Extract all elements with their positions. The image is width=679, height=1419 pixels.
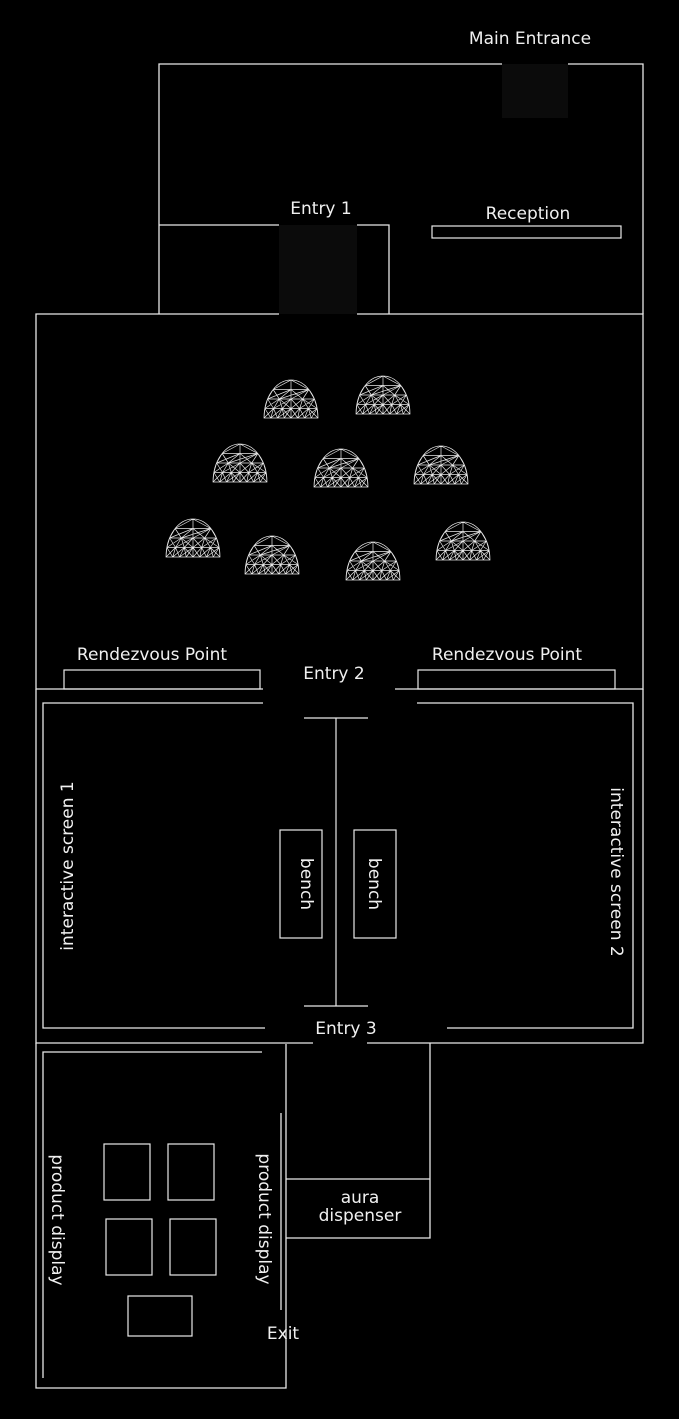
entry-2-label: Entry 2 xyxy=(303,664,364,684)
main-entrance-label: Main Entrance xyxy=(469,29,591,49)
dome-icon xyxy=(263,379,319,419)
product-display-right-label: product display xyxy=(254,1153,274,1284)
product-display-left-label: product display xyxy=(47,1154,67,1285)
dome-icon xyxy=(313,448,369,488)
dome-mesh xyxy=(165,518,221,558)
aura-dispenser-label-line2: dispenser xyxy=(319,1206,402,1226)
dome-icon xyxy=(244,535,300,575)
dome-mesh xyxy=(263,379,319,419)
dome-mesh xyxy=(413,445,469,485)
dome-icon xyxy=(355,375,411,415)
reception-label: Reception xyxy=(486,204,571,224)
center-divider xyxy=(304,717,368,1007)
bench-right-label: bench xyxy=(364,858,384,910)
entry-1-label: Entry 1 xyxy=(290,199,351,219)
product-room-inner-wall xyxy=(42,1051,262,1378)
aura-room-wall xyxy=(286,1043,431,1239)
interactive-screen-1-label: interactive screen 1 xyxy=(58,781,78,950)
dome-mesh xyxy=(355,375,411,415)
bench-left xyxy=(279,829,323,939)
dome-hall-wall xyxy=(35,313,644,690)
reception-desk xyxy=(431,225,622,239)
bench-left-label: bench xyxy=(296,858,316,910)
dome-cluster xyxy=(165,375,491,581)
aura-dispenser-label-line1: aura xyxy=(341,1188,380,1208)
main-entrance-doorway xyxy=(502,64,568,118)
reception-outer-wall xyxy=(158,63,644,314)
dome-icon xyxy=(413,445,469,485)
rendezvous-right-label: Rendezvous Point xyxy=(432,645,582,665)
display-box-2 xyxy=(167,1143,215,1201)
bench-right xyxy=(353,829,397,939)
dome-mesh xyxy=(212,443,268,483)
interactive-screen-2-label: interactive screen 2 xyxy=(606,787,626,956)
dome-mesh xyxy=(313,448,369,488)
entry-3-label: Entry 3 xyxy=(315,1019,376,1039)
display-box-3 xyxy=(105,1218,153,1276)
dome-icon xyxy=(212,443,268,483)
entry-1-room-wall xyxy=(159,224,390,314)
dome-icon xyxy=(165,518,221,558)
rendezvous-point-right xyxy=(417,669,616,690)
dome-mesh xyxy=(345,541,401,581)
display-box-1 xyxy=(103,1143,151,1201)
dome-icon xyxy=(345,541,401,581)
display-box-5 xyxy=(127,1295,193,1337)
dome-icon xyxy=(435,521,491,561)
product-room-outer-wall xyxy=(35,1043,287,1389)
display-box-4 xyxy=(169,1218,217,1276)
dome-mesh xyxy=(435,521,491,561)
screens-hall-outer-wall xyxy=(35,689,644,1044)
exit-label: Exit xyxy=(267,1324,300,1344)
dome-mesh xyxy=(244,535,300,575)
rendezvous-left-label: Rendezvous Point xyxy=(77,645,227,665)
reception-area xyxy=(158,63,644,314)
entry-1-doorway xyxy=(279,225,357,314)
screens-hall-inner-wall-left xyxy=(42,702,265,1029)
screens-hall-inner-wall-right xyxy=(417,702,634,1029)
rendezvous-point-left xyxy=(63,669,261,690)
